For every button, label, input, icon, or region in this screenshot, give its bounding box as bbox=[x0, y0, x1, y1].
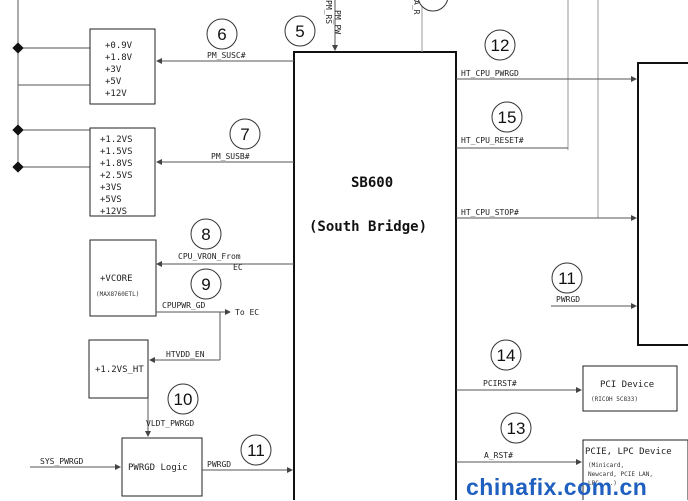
step-markers: 5 6 7 8 9 10 11 12 15 11 14 13 bbox=[167, 0, 583, 466]
watermark: chinafix.com.cn bbox=[466, 474, 648, 500]
pwrgd-right-label: PWRGD bbox=[556, 295, 580, 304]
ht-rail-label: +1.2VS_HT bbox=[95, 365, 144, 375]
pcie-lpc-device-box: PCIE, LPC Device (Minicard, Newcard, PCI… bbox=[582, 439, 688, 500]
rail-label: +3V bbox=[105, 65, 122, 75]
pcie-device-detail: (Minicard, bbox=[588, 462, 624, 469]
cpu-box bbox=[637, 62, 688, 346]
svg-text:9: 9 bbox=[201, 275, 210, 294]
svg-text:10: 10 bbox=[174, 390, 193, 409]
pm-susc-label: PM_SUSC# bbox=[207, 51, 246, 60]
step-15: 15 bbox=[491, 101, 523, 133]
svg-text:6: 6 bbox=[217, 25, 226, 44]
step-8: 8 bbox=[190, 218, 222, 250]
svg-text:11: 11 bbox=[558, 269, 576, 288]
rail-label: +5V bbox=[105, 77, 122, 87]
pwrgd-logic-label: PWRGD Logic bbox=[128, 463, 188, 473]
rail-label: +1.8V bbox=[105, 53, 133, 63]
vcore-part: (MAX8760ETL) bbox=[96, 291, 139, 298]
htvdd-en-label: HTVDD_EN bbox=[166, 350, 205, 359]
ht-cpu-reset-label: HT_CPU_RESET# bbox=[461, 136, 524, 145]
susb-rails-box: +1.2VS +1.5VS +1.8VS +2.5VS +3VS +5VS +1… bbox=[89, 127, 156, 217]
south-bridge-box: SB600 (South Bridge) bbox=[293, 51, 457, 500]
svg-text:15: 15 bbox=[498, 108, 517, 127]
step-10: 10 bbox=[167, 383, 199, 415]
to-ec-label: To EC bbox=[235, 308, 259, 317]
signal-lines bbox=[30, 0, 637, 473]
pwrgd-logic-out-label: PWRGD bbox=[207, 460, 231, 469]
svg-text:7: 7 bbox=[240, 125, 249, 144]
rail-label: +2.5VS bbox=[100, 171, 133, 181]
pm-pwrbtn-label: PM_PW bbox=[333, 10, 342, 34]
left-power-bus bbox=[12, 0, 90, 173]
rail-label: +12V bbox=[105, 89, 127, 99]
pci-device-box: PCI Device (RICOH 5C833) bbox=[582, 365, 678, 412]
sys-pwrgd-label: SYS_PWRGD bbox=[40, 457, 84, 466]
signal-labels: PM_SUSC# PM_SUSB# CPU_VRON_From EC CPUPW… bbox=[40, 0, 580, 469]
svg-text:5: 5 bbox=[295, 22, 304, 41]
svg-text:13: 13 bbox=[507, 419, 526, 438]
rail-label: +5VS bbox=[100, 195, 122, 205]
pwrgd-logic-box: PWRGD Logic bbox=[121, 437, 203, 497]
a-rst-label: A_RST# bbox=[484, 451, 513, 460]
pm-rsmrst-label: PM_RS bbox=[324, 0, 333, 24]
pcie-device-label: PCIE, LPC Device bbox=[585, 447, 672, 457]
a-r-label: A_R bbox=[412, 0, 421, 15]
pm-susb-label: PM_SUSB# bbox=[211, 152, 250, 161]
south-bridge-title: SB600 bbox=[351, 175, 393, 191]
step-14: 14 bbox=[490, 339, 522, 371]
svg-text:11: 11 bbox=[247, 441, 265, 460]
south-bridge-subtitle: (South Bridge) bbox=[309, 219, 427, 235]
rail-label: +1.2VS bbox=[100, 135, 133, 145]
step-12: 12 bbox=[484, 29, 516, 61]
step-9: 9 bbox=[190, 268, 222, 300]
vcore-label: +VCORE bbox=[100, 274, 133, 284]
rail-label: +1.8VS bbox=[100, 159, 133, 169]
pci-device-part: (RICOH 5C833) bbox=[591, 396, 638, 403]
ht-cpu-pwrgd-label: HT_CPU_PWRGD bbox=[461, 69, 519, 78]
rail-label: +12VS bbox=[100, 207, 127, 217]
rail-label: +3VS bbox=[100, 183, 122, 193]
svg-text:8: 8 bbox=[201, 225, 210, 244]
step-5: 5 bbox=[284, 15, 316, 47]
svg-text:14: 14 bbox=[497, 346, 516, 365]
step-7: 7 bbox=[229, 118, 261, 150]
cpu-vron-label: CPU_VRON_From bbox=[178, 252, 241, 261]
vcore-box: +VCORE (MAX8760ETL) bbox=[89, 239, 157, 317]
susc-rails-box: +0.9V +1.8V +3V +5V +12V bbox=[89, 28, 156, 105]
vldt-pwrgd-label: VLDT_PWRGD bbox=[146, 419, 194, 428]
ht-rail-box: +1.2VS_HT bbox=[88, 339, 149, 399]
cpupwr-gd-label: CPUPWR_GD bbox=[162, 301, 206, 310]
pci-device-label: PCI Device bbox=[600, 380, 654, 390]
pcie-device-detail: Newcard, PCIE LAN, bbox=[588, 471, 653, 478]
rail-label: +1.5VS bbox=[100, 147, 133, 157]
step-13: 13 bbox=[500, 412, 532, 444]
ht-cpu-stop-label: HT_CPU_STOP# bbox=[461, 208, 519, 217]
step-6: 6 bbox=[206, 18, 238, 50]
step-11-right: 11 bbox=[551, 262, 583, 294]
cpu-vron-ec-label: EC bbox=[233, 263, 243, 272]
step-11-left: 11 bbox=[240, 434, 272, 466]
pcie-device-detail: LPC ...) bbox=[588, 480, 617, 487]
rail-label: +0.9V bbox=[105, 41, 133, 51]
pcirst-label: PCIRST# bbox=[483, 379, 517, 388]
svg-text:12: 12 bbox=[491, 36, 510, 55]
